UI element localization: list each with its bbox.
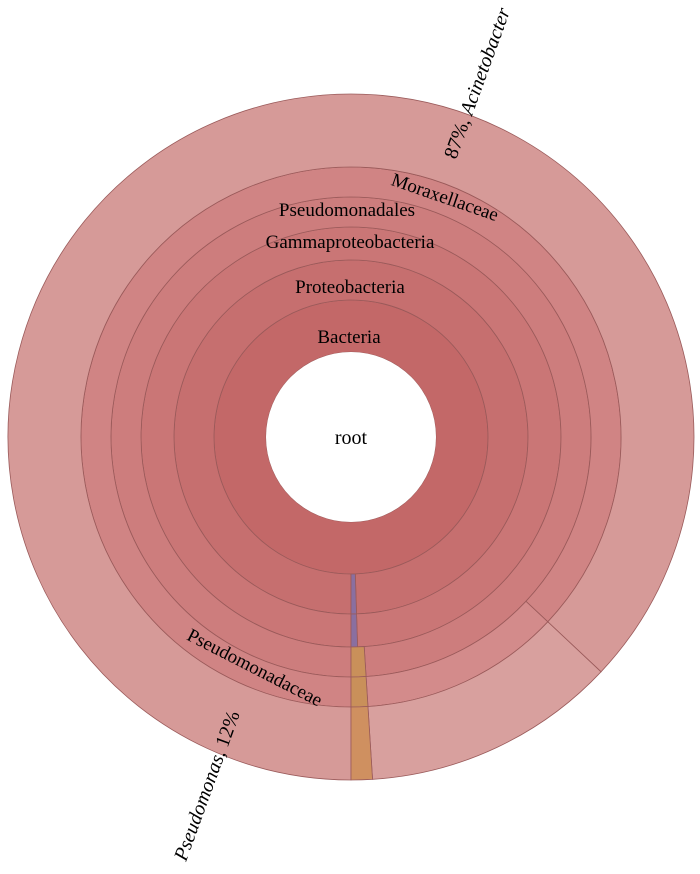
center-hole [266,352,436,522]
sunburst-rings [7,93,695,781]
sunburst-segment-family-minor-2 [350,676,369,708]
sunburst-segment-acinetobacter [7,93,695,781]
sunburst-segment-order-minor-1 [350,646,367,678]
label-pseudomonadales: Pseudomonadales [279,200,415,221]
sunburst-segment-class-minor-1 [350,613,359,648]
sunburst-segment-genus-minor-2 [350,706,373,781]
sunburst-segment-phylum-minor-1 [350,573,357,615]
label-proteobacteria: Proteobacteria [295,277,405,298]
label-gammaproteobacteria: Gammaproteobacteria [266,232,435,253]
root-label: root [335,427,368,449]
label-bacteria: Bacteria [317,327,381,348]
